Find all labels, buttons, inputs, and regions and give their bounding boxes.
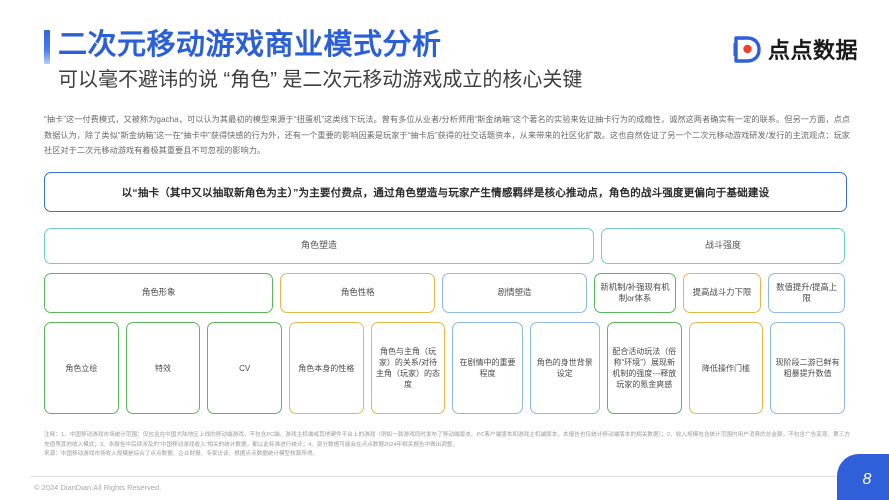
footnote-line-1: 注释：1、中国移动游戏市场统计范围：仅包含在中国大陆地区上线的移动端游戏，不包含…: [44, 432, 850, 448]
leaf-cell-label-7: 配合活动玩法（俗称“环境”）展现新机制的强度---释放玩家的氪金爽感: [612, 347, 677, 389]
subcategory-cell-5: 数值提升/提高上限: [768, 273, 846, 313]
diagram-row-subcategories: 角色形象 角色性格 剧情塑造 新机制/补强现有机制or体系 提高战斗力下限 数值提升/提高…: [44, 273, 846, 313]
leaf-cell-6: 角色的身世背景设定: [529, 322, 600, 414]
subcategory-cell-label-2: 剧情塑造: [497, 287, 532, 298]
footer-divider: [30, 476, 858, 477]
leaf-cell-label-2: CV: [239, 363, 251, 373]
leaf-cell-1: 特效: [125, 322, 201, 414]
leaf-cell-7: 配合活动玩法（俗称“环境”）展现新机制的强度---释放玩家的氪金爽感: [606, 322, 682, 414]
key-insight-text: 以“抽卡（其中又以抽取新角色为主）”为主要付费点，通过角色塑造与玩家产生情感羁绊…: [121, 186, 770, 199]
subcategory-cell-4: 提高战斗力下限: [682, 273, 762, 313]
subcategory-cell-label-3: 新机制/补强现有机制or体系: [600, 281, 670, 304]
leaf-cell-4: 角色与主角（玩家）的关系/对待主角（玩家）的态度: [370, 322, 446, 414]
diandian-d-logo-icon: [732, 35, 761, 64]
leaf-cell-label-5: 在剧情中的重要程度: [459, 358, 516, 378]
leaf-cell-label-9: 现阶段二游已鲜有粗暴提升数值: [775, 358, 840, 378]
category-cell-label-0: 角色塑造: [301, 240, 338, 251]
leaf-cell-label-0: 角色立绘: [65, 363, 98, 373]
category-cell-1: 战斗强度: [601, 228, 845, 264]
leaf-cell-2: CV: [207, 322, 282, 414]
brand-logo-text: 点点数据: [767, 38, 858, 63]
leaf-cell-label-6: 角色的身世背景设定: [536, 358, 593, 378]
leaf-cell-0: 角色立绘: [44, 322, 119, 414]
footnote-block: 注释：1、中国移动游戏市场统计范围：仅包含在中国大陆地区上线的移动端游戏，不包含…: [44, 431, 850, 460]
leaf-cell-3: 角色本身的性格: [288, 322, 364, 414]
leaf-cell-8: 降低操作门槛: [688, 322, 764, 414]
copyright-text: © 2024 DianDian.All Rights Reserved.: [34, 483, 162, 492]
subcategory-cell-2: 剧情塑造: [441, 273, 588, 313]
subcategory-cell-label-0: 角色形象: [141, 287, 176, 298]
leaf-cell-label-3: 角色本身的性格: [298, 363, 355, 373]
slide-header: 二次元移动游戏商业模式分析 可以毫不避讳的说 “角色” 是二次元移动游戏成立的核…: [44, 26, 859, 92]
page-number-badge: 8: [837, 454, 889, 500]
intro-paragraph: “抽卡”这一付费模式，又被称为gacha，可以认为其最初的模型来源于“扭蛋机”这…: [44, 115, 850, 155]
page-title: 二次元移动游戏商业模式分析: [58, 29, 442, 61]
page-subtitle: 可以毫不避讳的说 “角色” 是二次元移动游戏成立的核心关键: [58, 69, 583, 91]
leaf-cell-label-1: 特效: [154, 363, 171, 373]
leaf-cell-label-4: 角色与主角（玩家）的关系/对待主角（玩家）的态度: [375, 347, 440, 389]
footnote-line-2: 来源：中国移动游戏市场收入规模是综合了点点数据、企业财报、专家访谈、根据点点数据…: [44, 451, 319, 458]
subcategory-cell-label-4: 提高战斗力下限: [692, 287, 752, 298]
subcategory-cell-3: 新机制/补强现有机制or体系: [594, 273, 676, 313]
leaf-cell-5: 在剧情中的重要程度: [452, 322, 523, 414]
subcategory-cell-label-5: 数值提升/提高上限: [776, 281, 838, 304]
brand-logo: 点点数据: [732, 33, 858, 65]
subcategory-cell-label-1: 角色性格: [340, 287, 375, 298]
subcategory-cell-0: 角色形象: [44, 273, 274, 313]
leaf-cell-9: 现阶段二游已鲜有粗暴提升数值: [770, 322, 845, 414]
title-accent-bar: [44, 30, 50, 64]
category-cell-label-1: 战斗强度: [705, 240, 742, 251]
breakdown-diagram: 角色塑造 战斗强度 角色形象 角色性格 剧情塑造 新机制/补强现有机制or体系 提高战斗力…: [44, 228, 846, 423]
diagram-row-categories: 角色塑造 战斗强度: [44, 228, 845, 264]
subcategory-cell-1: 角色性格: [280, 273, 435, 313]
leaf-cell-label-8: 降低操作门槛: [701, 363, 750, 373]
category-cell-0: 角色塑造: [44, 228, 595, 264]
diagram-row-leaves: 角色立绘 特效 CV 角色本身的性格 角色与主角（玩家）的关系/对待主角（玩家）的态度在…: [44, 322, 845, 414]
key-insight-callout: 以“抽卡（其中又以抽取新角色为主）”为主要付费点，通过角色塑造与玩家产生情感羁绊…: [44, 172, 847, 212]
